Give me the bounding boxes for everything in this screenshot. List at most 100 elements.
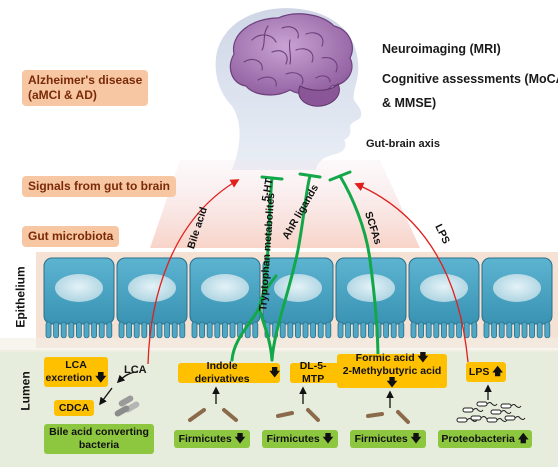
flagellum bbox=[500, 410, 512, 414]
red-signal-arrows bbox=[147, 179, 469, 365]
microvillus bbox=[45, 321, 52, 339]
firmicutes-rods bbox=[188, 408, 410, 424]
cognitive-label-line1: Cognitive assessments (MoCA bbox=[382, 72, 558, 86]
flagellum bbox=[514, 416, 526, 420]
microvillus bbox=[514, 321, 520, 339]
proteobacterium-icon bbox=[500, 403, 512, 409]
signals-label: Signals from gut to brain bbox=[28, 179, 171, 193]
microvillus bbox=[302, 321, 309, 339]
alzheimers-subtitle: (aMCI & AD) bbox=[28, 88, 97, 102]
microvillus bbox=[536, 321, 543, 339]
down-arrow-icon: 🡇 bbox=[322, 432, 334, 445]
lca-excretion-line1: LCA bbox=[65, 359, 87, 372]
cognitive-label-line2: & MMSE) bbox=[382, 96, 437, 110]
signals-label-box: Signals from gut to brain bbox=[22, 176, 177, 197]
proteobacteria-text: Proteobacteria bbox=[441, 432, 515, 445]
proteobacteria-icons bbox=[456, 401, 526, 423]
microvillus bbox=[126, 321, 132, 339]
microvillus bbox=[164, 321, 171, 339]
microvillus bbox=[252, 321, 259, 339]
microvillus bbox=[279, 321, 286, 339]
microvillus bbox=[221, 321, 228, 339]
microvillus bbox=[141, 321, 148, 339]
microvillus bbox=[191, 321, 198, 339]
neuroimaging-label: Neuroimaging (MRI) bbox=[382, 42, 501, 56]
microvillus bbox=[325, 321, 332, 339]
firmicutes-box-3: Firmicutes 🡇 bbox=[350, 430, 426, 448]
proteobacterium-icon bbox=[456, 417, 468, 423]
microvillus bbox=[398, 321, 405, 339]
green-inhibition-pathways bbox=[230, 170, 380, 362]
cdca-box: CDCA bbox=[54, 400, 94, 416]
microvillus bbox=[521, 321, 528, 339]
lumen-label: Lumen bbox=[18, 371, 33, 411]
microvillus bbox=[433, 321, 440, 339]
lca-excretion-line2: excretion 🡇 bbox=[46, 372, 107, 385]
epithelium-layer bbox=[36, 252, 558, 348]
firmicutes-box-2: Firmicutes 🡇 bbox=[262, 430, 338, 448]
ahr-pathway-line bbox=[270, 174, 312, 362]
methylbutyric-text: 2-Methybutyric acid bbox=[342, 364, 442, 377]
cell-nucleus bbox=[201, 274, 249, 302]
down-arrow-icon: 🡇 bbox=[410, 432, 422, 445]
proteobacterium-icon bbox=[486, 417, 498, 423]
microvillus bbox=[76, 321, 82, 339]
firmicutes-box-1: Firmicutes 🡇 bbox=[174, 430, 250, 448]
microvillus bbox=[106, 321, 113, 339]
dl5mtp-box: DL-5-MTP 🡇 bbox=[290, 360, 350, 385]
scfa-pathway-line bbox=[338, 174, 380, 362]
microvillus bbox=[317, 321, 324, 339]
bile-bacteria-box: Bile acid converting bacteria bbox=[44, 424, 154, 454]
microvillus bbox=[506, 321, 513, 339]
microvillus bbox=[83, 321, 90, 339]
cdca-text: CDCA bbox=[58, 401, 90, 414]
alzheimers-label-box: Alzheimer's disease (aMCI & AD) bbox=[22, 70, 149, 106]
microvillus bbox=[410, 321, 417, 339]
flagellum bbox=[486, 402, 498, 406]
epithelium-label: Epithelium bbox=[13, 266, 28, 328]
microvillus bbox=[287, 321, 294, 339]
microvillus bbox=[544, 321, 551, 339]
microvillus bbox=[367, 321, 374, 339]
bile-bacteria-icons bbox=[114, 395, 140, 417]
microvillus bbox=[483, 321, 490, 339]
microvillus bbox=[345, 321, 352, 339]
bile-bacteria-line2: bacteria bbox=[78, 439, 120, 451]
microvillus bbox=[133, 321, 140, 339]
cell-nucleus bbox=[493, 274, 541, 302]
down-arrow-icon: 🡇 bbox=[386, 377, 398, 390]
down-arrow-icon: 🡇 bbox=[417, 352, 429, 365]
microvillus bbox=[498, 321, 505, 339]
formic-acid-box: Formic acid 🡇 2-Methybutyric acid 🡇 bbox=[337, 352, 447, 390]
lca-label: LCA bbox=[124, 364, 147, 376]
alzheimers-title: Alzheimer's disease bbox=[28, 73, 143, 87]
indole-text: Indole derivatives bbox=[194, 360, 250, 385]
microvillus bbox=[171, 321, 178, 339]
firmicutes-3-text: Firmicutes bbox=[354, 432, 408, 445]
proteobacterium-icon bbox=[504, 415, 516, 421]
microvillus bbox=[53, 321, 59, 339]
microvillus bbox=[352, 321, 359, 339]
microvillus bbox=[98, 321, 105, 339]
lps-arrow bbox=[354, 182, 469, 363]
bile-bacteria-line1: Bile acid converting bbox=[49, 426, 149, 439]
microvillus bbox=[60, 321, 67, 339]
microvillus bbox=[448, 321, 455, 339]
microvillus bbox=[529, 321, 535, 339]
microvillus bbox=[118, 321, 125, 339]
formic-text: Formic acid bbox=[355, 352, 415, 365]
cell-nucleus bbox=[274, 274, 322, 302]
microvillus bbox=[156, 321, 163, 339]
bile-acid-arrow bbox=[147, 179, 240, 365]
proteobacterium-icon bbox=[470, 415, 482, 421]
microvillus bbox=[425, 321, 432, 339]
flagellum bbox=[496, 418, 508, 422]
brain-icon bbox=[229, 13, 353, 107]
microvillus bbox=[68, 321, 75, 339]
microvillus bbox=[199, 321, 206, 339]
down-arrow-icon: 🡇 bbox=[95, 371, 107, 384]
proteobacterium-icon bbox=[462, 407, 474, 413]
microvillus bbox=[360, 321, 367, 339]
up-arrow-icon: 🡅 bbox=[492, 365, 504, 378]
